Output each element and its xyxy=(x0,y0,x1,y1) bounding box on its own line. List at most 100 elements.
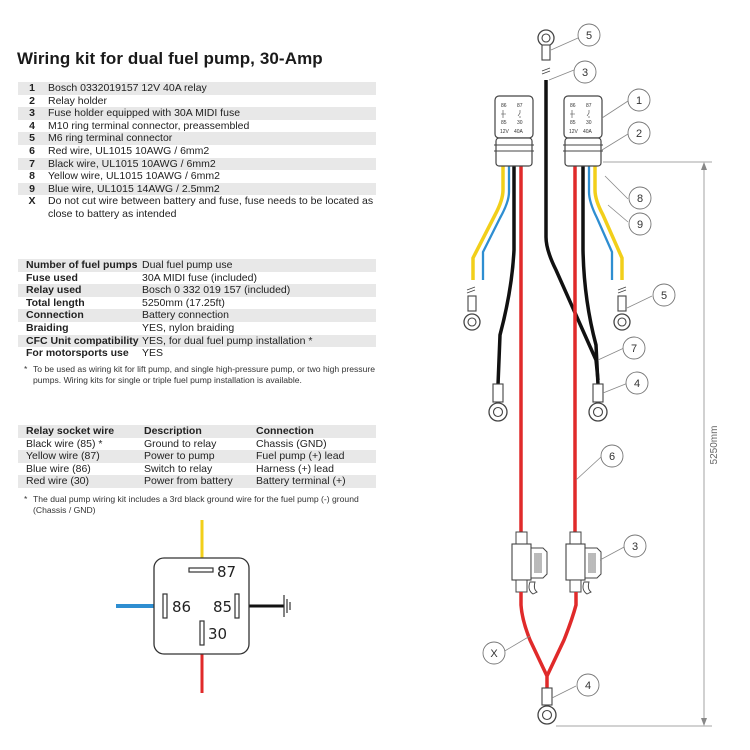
spec-footnote: * To be used as wiring kit for lift pump… xyxy=(24,364,379,385)
pin-86-label: 86 xyxy=(172,598,191,616)
callout-label: 3 xyxy=(582,67,588,79)
ring-terminal-m10-left xyxy=(488,383,508,422)
part-description: M6 ring terminal connector xyxy=(48,132,173,145)
spec-value: 5250mm (17.25ft) xyxy=(142,296,225,309)
relay-face-voltage: 12V xyxy=(569,129,579,135)
relay-pinout-diagram: 87 86 85 30 xyxy=(116,520,291,693)
callout-x: X xyxy=(482,641,506,665)
callout-label: 6 xyxy=(609,451,615,463)
fuse-holder-left xyxy=(511,531,548,595)
header-description: Description xyxy=(144,425,202,437)
relay-face-voltage: 12V xyxy=(500,129,510,135)
spec-key: Total length xyxy=(26,296,85,309)
length-dimension: 5250mm xyxy=(701,162,720,726)
socket-description: Power from battery xyxy=(144,475,233,488)
socket-footnote: * The dual pump wiring kit includes a 3r… xyxy=(24,494,379,515)
footnote-marker: * xyxy=(24,494,28,504)
socket-wire: Red wire (30) xyxy=(26,475,90,488)
callout-5-right: 5 xyxy=(652,283,676,307)
fuse-holder-right xyxy=(565,531,602,595)
callout-label: 4 xyxy=(585,680,591,692)
harness-diagram: 86 87 85 30 12V 40A 86 87 85 30 12V 40A xyxy=(463,23,720,727)
parts-row: 7 Black wire, UL1015 10AWG / 6mm2 xyxy=(18,157,376,171)
relay-face-amperage: 40A xyxy=(514,129,524,135)
left-blue-wire xyxy=(481,165,511,280)
part-number: 6 xyxy=(29,144,35,157)
callout-leaders xyxy=(502,37,712,727)
relay-face-85: 85 xyxy=(501,120,507,126)
spec-row: Total length 5250mm (17.25ft) xyxy=(18,297,376,310)
callout-label: 5 xyxy=(586,30,592,42)
spec-row: Braiding YES, nylon braiding xyxy=(18,322,376,335)
spec-key: Braiding xyxy=(26,321,69,334)
ring-terminal-m6-left xyxy=(463,286,481,331)
ring-terminal-m6-top xyxy=(537,29,555,75)
callout-6: 6 xyxy=(600,444,624,468)
spec-key: Relay used xyxy=(26,284,82,297)
socket-description: Power to pump xyxy=(144,450,215,463)
part-description: Bosch 0332019157 12V 40A relay xyxy=(48,82,207,94)
callout-label: 7 xyxy=(631,343,637,355)
right-relay-holder xyxy=(564,137,602,167)
spec-value: Bosch 0 332 019 157 (included) xyxy=(142,284,291,297)
pin-85-label: 85 xyxy=(213,598,232,616)
footnote-text: To be used as wiring kit for lift pump, … xyxy=(33,364,376,385)
part-description: Black wire, UL1015 10AWG / 6mm2 xyxy=(48,157,216,170)
spec-key: Fuse used xyxy=(26,271,78,284)
spec-value: 30A MIDI fuse (included) xyxy=(142,271,257,284)
header-connection: Connection xyxy=(256,425,314,437)
part-number: 5 xyxy=(29,132,35,145)
left-relay: 86 87 85 30 12V 40A xyxy=(494,95,534,167)
ring-terminal-m10-right xyxy=(588,383,608,422)
right-yellow-wire xyxy=(593,165,624,280)
spec-value: YES, nylon braiding xyxy=(142,321,235,334)
right-black-wire xyxy=(581,165,600,386)
relay-face-amperage: 40A xyxy=(583,129,593,135)
callout-4-bottom: 4 xyxy=(576,673,600,697)
spec-value: YES xyxy=(142,347,164,360)
callout-label: 3 xyxy=(632,541,638,553)
part-description: Do not cut wire between battery and fuse… xyxy=(48,195,374,220)
socket-connection: Battery terminal (+) xyxy=(256,475,346,488)
callout-label: 4 xyxy=(634,378,640,390)
part-description: Yellow wire, UL1015 10AWG / 6mm2 xyxy=(48,170,220,183)
relay-face-87: 87 xyxy=(517,103,523,109)
callout-3-bottom: 3 xyxy=(623,534,647,558)
callout-7: 7 xyxy=(622,336,646,360)
parts-row: 5 M6 ring terminal connector xyxy=(18,132,376,145)
socket-connection: Harness (+) lead xyxy=(256,462,334,475)
part-number: 1 xyxy=(29,82,35,94)
spec-value: Battery connection xyxy=(142,309,229,322)
callout-5-top: 5 xyxy=(577,23,601,47)
pin-30-label: 30 xyxy=(208,625,227,643)
pin-86-blade xyxy=(162,593,168,619)
socket-connection: Chassis (GND) xyxy=(256,437,327,450)
battery-red-wire xyxy=(519,592,578,690)
part-number: 9 xyxy=(29,182,35,195)
parts-row: X Do not cut wire between battery and fus… xyxy=(18,195,376,220)
part-number: X xyxy=(28,195,36,208)
part-number: 7 xyxy=(29,157,35,170)
callout-label: 8 xyxy=(637,193,643,205)
callout-label: 1 xyxy=(636,95,642,107)
part-number: 4 xyxy=(29,119,35,132)
right-relay: 86 87 85 30 12V 40A xyxy=(563,95,603,167)
ground-symbol-icon xyxy=(283,595,291,617)
relay-face-30: 30 xyxy=(586,120,592,126)
socket-wire: Yellow wire (87) xyxy=(26,450,100,463)
spec-key: Number of fuel pumps xyxy=(26,259,138,271)
part-number: 2 xyxy=(29,94,35,107)
ring-terminal-m10-battery xyxy=(537,687,557,725)
pin-30-blade xyxy=(199,620,205,646)
central-ground-wire xyxy=(544,80,600,381)
